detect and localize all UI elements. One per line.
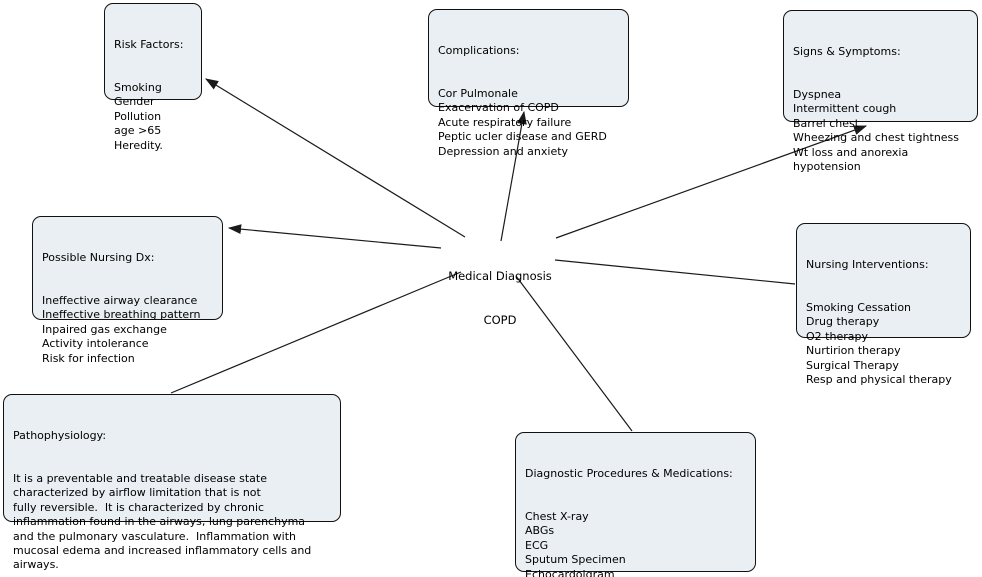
connector-center-to-nursing-dx (227, 224, 442, 249)
node-item: Drug therapy (806, 315, 880, 329)
node-item: Smoking Cessation (806, 301, 912, 315)
node-item: Risk for infection (42, 351, 135, 365)
node-signs-symptoms-title: Signs & Symptoms: (793, 44, 901, 58)
node-diagnostic-procedures-title: Diagnostic Procedures & Medications: (525, 466, 733, 480)
node-pathophysiology: Pathophysiology: It is a preventable and… (3, 394, 341, 571)
center-node-title-line1: Medical Diagnosis (448, 269, 552, 283)
node-item: fully reversible. It is characterized by… (13, 500, 265, 514)
node-item: characterized by airflow limitation that… (13, 486, 261, 500)
node-item: Depression and anxiety (438, 144, 569, 158)
node-item: Nurtirion therapy (806, 344, 901, 358)
connector-center-to-pathophysiology (170, 271, 462, 394)
node-item: Activity intolerance (42, 337, 149, 351)
node-item: It is a preventable and treatable diseas… (13, 472, 267, 486)
node-diagnostic-procedures: Diagnostic Procedures & Medications: Che… (515, 432, 756, 577)
node-item: Smoking (114, 81, 162, 95)
node-item: Cor Pulmonale (438, 87, 518, 101)
node-nursing-interventions: Nursing Interventions: Smoking Cessation… (796, 223, 971, 386)
node-possible-nursing-dx: Possible Nursing Dx: Ineffective airway … (32, 216, 223, 365)
node-item: Wt loss and anorexia (793, 145, 909, 159)
node-item: Dyspnea (793, 88, 842, 102)
node-item: Chest X-ray (525, 510, 589, 524)
node-possible-nursing-dx-title: Possible Nursing Dx: (42, 250, 155, 264)
center-node-title-line2: COPD (483, 312, 517, 327)
node-item: Barrel chest (793, 116, 860, 130)
node-nursing-interventions-title: Nursing Interventions: (806, 257, 929, 271)
node-item: mucosal edema and increased inflammatory… (13, 544, 312, 558)
node-item: O2 therapy (806, 329, 868, 343)
node-risk-factors-title: Risk Factors: (114, 37, 184, 51)
node-item: Peptic ucler disease and GERD (438, 130, 607, 144)
node-item: Resp and physical therapy (806, 373, 952, 387)
node-item: Ineffective breathing pattern (42, 308, 201, 322)
node-pathophysiology-items: It is a preventable and treatable diseas… (13, 472, 331, 573)
node-item: airways. (13, 558, 59, 572)
node-pathophysiology-title: Pathophysiology: (13, 428, 107, 442)
node-item: Pollution (114, 109, 162, 123)
node-item: Exacervation of COPD (438, 101, 559, 115)
node-item: Surgical Therapy (806, 358, 899, 372)
node-item: hypotension (793, 160, 861, 174)
node-item: Intermittent cough (793, 102, 897, 116)
node-item: Acute respiratory failure (438, 115, 572, 129)
node-item: Echocardoigram (525, 567, 615, 577)
connector-center-to-risk-factors (205, 78, 466, 238)
node-item: Gender (114, 95, 155, 109)
connector-center-to-complications (500, 110, 527, 242)
node-item: inflammation found in the airways, lung … (13, 515, 306, 529)
node-item: and the pulmonary vasculature. Inflammat… (13, 529, 297, 543)
node-item: Ineffective airway clearance (42, 294, 198, 308)
node-item: ABGs (525, 524, 555, 538)
node-item: Heredity. (114, 138, 163, 152)
connector-center-to-diagnostics (515, 275, 633, 432)
node-item: age >65 (114, 124, 162, 138)
node-item: Wheezing and chest tightness (793, 131, 960, 145)
node-complications-title: Complications: (438, 43, 520, 57)
center-node-medical-diagnosis: Medical Diagnosis COPD (435, 240, 565, 356)
node-item: Inpaired gas exchange (42, 322, 167, 336)
connector-center-to-nursing-interventions (554, 259, 796, 285)
node-item: ECG (525, 538, 549, 552)
connector-center-to-signs-symptoms (555, 125, 868, 239)
node-item: Sputum Specimen (525, 553, 626, 567)
